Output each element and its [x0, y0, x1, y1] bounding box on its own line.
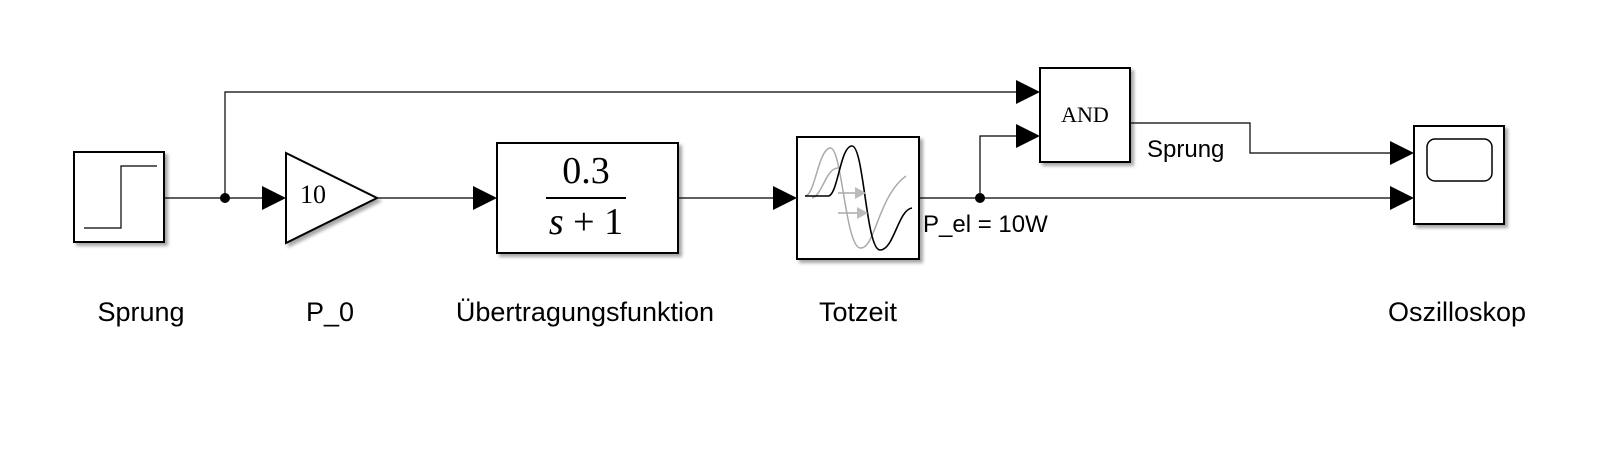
transport-delay-block-name: Totzeit — [819, 297, 898, 327]
transfer-function-block[interactable]: 0.3 s + 1 — [496, 142, 679, 254]
line-and-to-scope[interactable] — [1130, 122, 1393, 154]
arrowhead-gain-input — [262, 186, 286, 210]
branch-point-delay — [975, 193, 985, 203]
arrowhead-and-input-2 — [1016, 124, 1040, 148]
arrowhead-scope-input-1 — [1390, 141, 1414, 165]
arrowhead-transfer-input — [473, 186, 497, 210]
connections — [165, 80, 1414, 210]
signal-label-power: P_el = 10W — [923, 211, 1048, 238]
step-block[interactable] — [73, 151, 165, 243]
delay-wave-icon — [804, 145, 913, 251]
and-logic-block[interactable]: AND — [1039, 67, 1131, 163]
transfer-function-block-name: Übertragungsfunktion — [456, 297, 714, 327]
step-icon — [84, 165, 157, 229]
gain-value: 10 — [300, 180, 326, 209]
arrowhead-and-input-1 — [1016, 80, 1040, 104]
scope-block-name: Oszilloskop — [1388, 297, 1526, 327]
transfer-numerator: 0.3 — [562, 150, 610, 192]
signal-label-step: Sprung — [1147, 136, 1224, 163]
transport-delay-block[interactable] — [796, 136, 920, 260]
line-step-to-and[interactable] — [224, 91, 1020, 198]
transfer-denominator: s + 1 — [549, 201, 623, 243]
gain-block[interactable]: 10 — [285, 151, 380, 245]
scope-screen-icon — [1426, 138, 1493, 182]
line-delay-to-and[interactable] — [979, 135, 1020, 198]
branch-point-step — [220, 193, 230, 203]
arrowhead-delay-input — [773, 186, 797, 210]
step-block-name: Sprung — [97, 297, 184, 327]
scope-block[interactable] — [1413, 125, 1505, 225]
arrowhead-scope-input-2 — [1390, 186, 1414, 210]
and-operator-label: AND — [1061, 102, 1109, 127]
gain-block-name: P_0 — [306, 297, 354, 327]
